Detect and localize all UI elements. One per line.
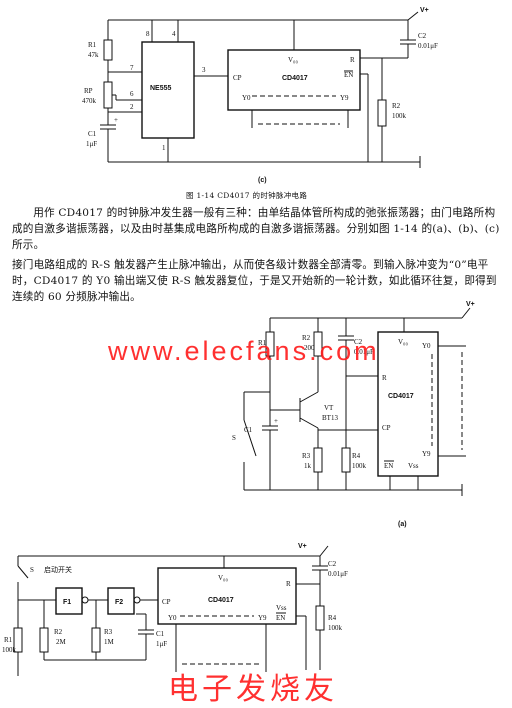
svg-text:R4: R4	[328, 614, 337, 622]
svg-text:启动开关: 启动开关	[44, 565, 72, 574]
svg-text:R3: R3	[302, 452, 311, 460]
cd4017-ic-a	[377, 331, 439, 477]
svg-text:R3: R3	[104, 628, 113, 636]
svg-text:EN: EN	[384, 462, 393, 470]
svg-text:R: R	[382, 374, 387, 382]
svg-text:1μF: 1μF	[156, 640, 167, 648]
svg-text:V₀₀: V₀₀	[218, 574, 228, 582]
svg-text:Y9: Y9	[422, 450, 431, 458]
svg-text:(a): (a)	[398, 521, 407, 528]
svg-text:+: +	[274, 417, 278, 425]
svg-text:R1: R1	[4, 636, 13, 644]
paragraph-1: 用作 CD4017 的时钟脉冲发生器一般有三种：由单结晶体管所构成的弛张振荡器；…	[12, 207, 500, 251]
svg-text:100k: 100k	[352, 462, 367, 470]
svg-text:1: 1	[162, 144, 166, 152]
svg-text:100k: 100k	[2, 646, 17, 654]
svg-text:0.01μF: 0.01μF	[418, 42, 438, 50]
cd4017-label: CD4017	[282, 75, 308, 82]
svg-text:47k: 47k	[88, 51, 99, 59]
svg-text:RP: RP	[84, 87, 93, 95]
svg-text:R1: R1	[88, 41, 97, 49]
svg-text:Y9: Y9	[340, 94, 349, 102]
svg-text:BT13: BT13	[322, 414, 338, 422]
svg-text:470k: 470k	[82, 97, 97, 105]
svg-text:R4: R4	[352, 452, 361, 460]
svg-text:Y9: Y9	[258, 614, 267, 622]
svg-text:100k: 100k	[328, 624, 343, 632]
svg-text:F1: F1	[63, 599, 71, 606]
svg-text:1M: 1M	[104, 638, 115, 646]
svg-text:CP: CP	[162, 598, 171, 606]
svg-text:2M: 2M	[56, 638, 67, 646]
svg-text:EN: EN	[276, 614, 285, 622]
svg-text:6: 6	[130, 90, 134, 98]
svg-text:3: 3	[202, 66, 206, 74]
figure-c-sublabel: (c)	[258, 177, 267, 184]
ne555-label: NE555	[150, 85, 172, 92]
gate-f1	[55, 587, 83, 615]
svg-text:Vss: Vss	[276, 604, 287, 612]
svg-text:R: R	[286, 580, 291, 588]
svg-text:+: +	[114, 116, 118, 124]
svg-text:CD4017: CD4017	[208, 597, 234, 604]
svg-text:Y0: Y0	[242, 94, 251, 102]
svg-text:Y0: Y0	[422, 342, 431, 350]
svg-text:V₀₀: V₀₀	[398, 338, 408, 346]
svg-text:C1: C1	[244, 426, 253, 434]
svg-text:100k: 100k	[392, 112, 407, 120]
svg-text:F2: F2	[115, 599, 123, 606]
svg-text:R2: R2	[392, 102, 401, 110]
svg-text:CP: CP	[382, 424, 391, 432]
svg-text:1k: 1k	[304, 462, 312, 470]
svg-text:S: S	[30, 566, 34, 574]
svg-text:CP: CP	[233, 74, 242, 82]
svg-text:V+: V+	[298, 543, 307, 550]
svg-text:EN: EN	[344, 71, 353, 79]
svg-text:Y0: Y0	[168, 614, 177, 622]
svg-text:S: S	[232, 434, 236, 442]
paragraph-2: 接门电路组成的 R-S 触发器产生止脉冲输出，从而使各级计数器全部清零。到输入脉…	[12, 259, 497, 303]
svg-text:R: R	[350, 56, 355, 64]
svg-text:0.01μF: 0.01μF	[328, 570, 348, 578]
svg-text:V₀₀: V₀₀	[288, 56, 298, 64]
gate-f2	[107, 587, 135, 615]
figure-c-schematic: V+ R1 47k RP 470k + C1 1μF NE555 8 4 7 6…	[82, 7, 438, 184]
svg-text:C2: C2	[418, 32, 427, 40]
svg-text:CD4017: CD4017	[388, 393, 414, 400]
svg-text:2: 2	[130, 103, 134, 111]
vplus-label: V+	[420, 7, 429, 14]
cd4017-ic-b	[157, 567, 297, 625]
svg-text:8: 8	[146, 30, 150, 38]
svg-text:Vss: Vss	[408, 462, 419, 470]
svg-text:C1: C1	[156, 630, 165, 638]
svg-text:7: 7	[130, 64, 134, 72]
svg-text:VT: VT	[324, 404, 334, 412]
svg-text:C1: C1	[88, 130, 97, 138]
svg-text:R2: R2	[54, 628, 63, 636]
figure-caption: 图 1-14 CD4017 的时钟脉冲电路	[186, 191, 308, 200]
svg-text:4: 4	[172, 30, 176, 38]
svg-text:C2: C2	[328, 560, 337, 568]
svg-text:1μF: 1μF	[86, 140, 97, 148]
watermark-url: www.elecfans.com	[108, 336, 380, 366]
watermark-cn: 电子发烧友	[168, 672, 338, 707]
